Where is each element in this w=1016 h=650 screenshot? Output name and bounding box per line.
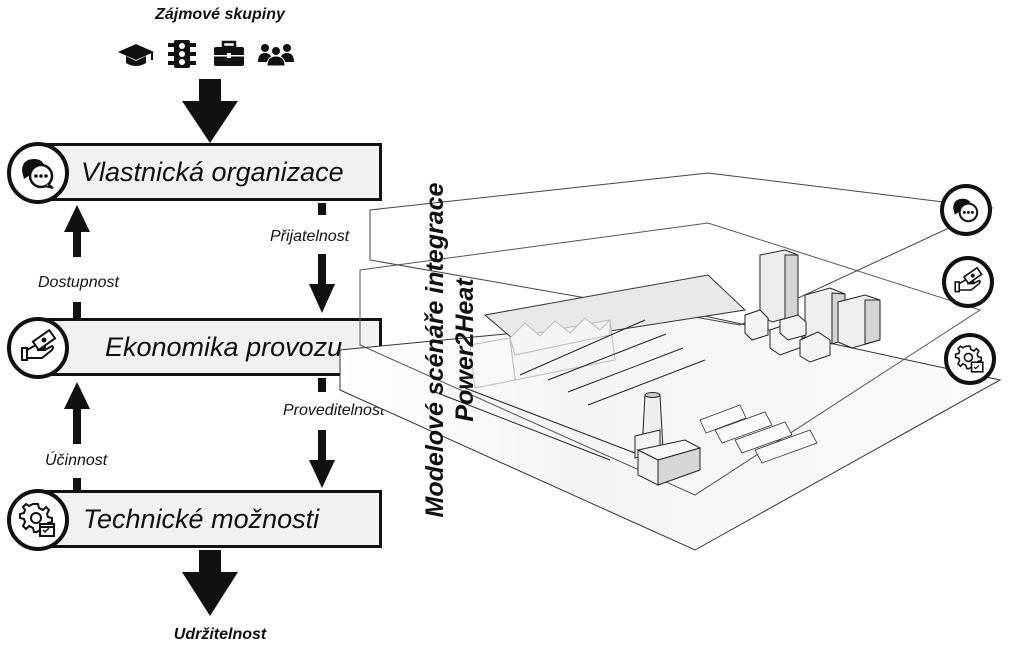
arrow-down-prijatelnost [309, 203, 335, 313]
arrow-stakeholders-down [182, 79, 238, 143]
side-title-line1: Modelové scénáře integrace [421, 182, 449, 518]
flow-label-prijatelnost: Přijatelnost [270, 228, 350, 245]
side-title-line2: Power2Heat [451, 278, 479, 422]
layer-label-economics: Ekonomika provozu [105, 331, 343, 362]
flow-label-ucinnost: Účinnost [45, 452, 108, 469]
layer-marker-gear-icon [944, 333, 996, 385]
power-plant-building [634, 429, 702, 486]
flow-arrows [64, 79, 335, 616]
city-buildings [744, 249, 881, 363]
layer-box-technical: Technické možnosti [36, 490, 382, 548]
chat-bubbles-icon [7, 142, 69, 204]
layer-marker-money-icon [942, 256, 994, 308]
side-title: Modelové scénáře integrace Power2Heat [390, 150, 510, 550]
flow-label-dostupnost: Dostupnost [38, 274, 119, 291]
hand-money-icon [7, 317, 69, 379]
flow-label-proveditelnost: Proveditelnost [283, 402, 385, 419]
arrow-output-down [182, 550, 238, 616]
arrow-down-proveditelnost [309, 378, 335, 488]
briefcase-icon [214, 40, 244, 66]
arrow-up-ucinnost [64, 382, 90, 490]
layer-box-economics: Ekonomika provozu [36, 318, 382, 376]
output-label-udrzitelnost: Udržitelnost [173, 626, 267, 643]
plane-ownership [369, 172, 994, 326]
stakeholders-title: Zájmové skupiny [155, 6, 285, 23]
layer-box-ownership: Vlastnická organizace [36, 143, 382, 201]
plane-economics [359, 222, 982, 496]
power2heat-3d-illustration [339, 172, 1002, 551]
gear-checklist-icon [7, 489, 69, 551]
industrial-shed [469, 317, 616, 389]
graduation-cap-icon [118, 44, 154, 66]
people-group-icon [258, 44, 294, 67]
layer-label-technical: Technické možnosti [83, 503, 320, 534]
layer-label-ownership: Vlastnická organizace [81, 156, 344, 187]
layer-marker-chat-icon [940, 184, 992, 236]
arrow-up-dostupnost [64, 205, 90, 318]
solar-panels [699, 404, 818, 464]
stakeholder-icons [118, 40, 294, 68]
traffic-light-icon [168, 40, 196, 68]
